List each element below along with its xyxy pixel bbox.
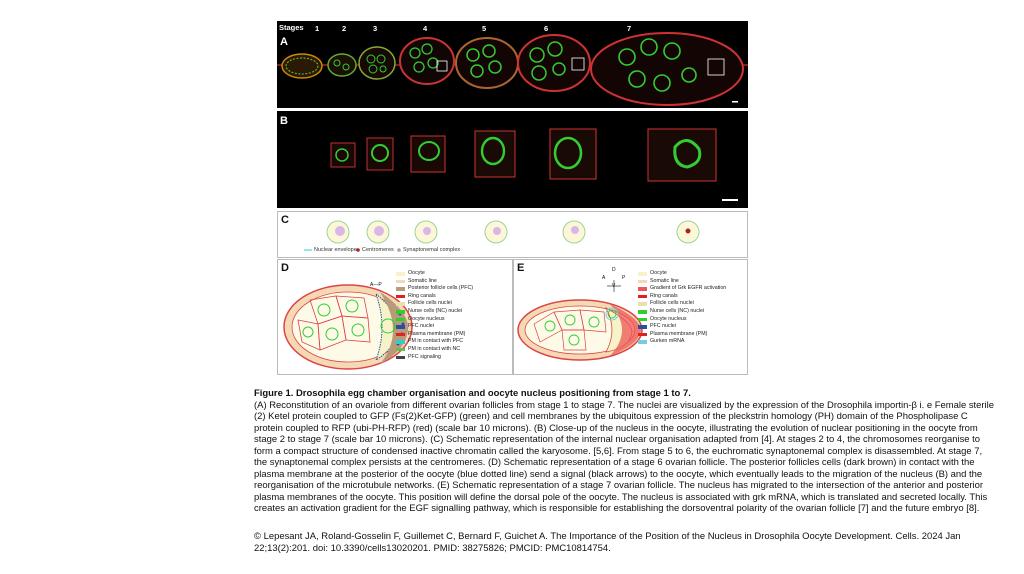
legend-text: Oocyte nucleus [408, 316, 445, 324]
legend-item: Gurken mRNA [638, 338, 726, 346]
legend-synaptonemal: Synaptonemal complex [403, 247, 460, 253]
legend-item: Oocyte nucleus [638, 316, 726, 324]
legend-text: PFC nuclei [408, 323, 434, 331]
legend-text: Nurse cells (NC) nuclei [650, 308, 704, 316]
legend-swatch [396, 295, 405, 299]
legend-item: PM in contact with NC [396, 346, 473, 354]
legend-swatch [396, 318, 405, 322]
legend-text: Oocyte [408, 270, 425, 278]
legend-swatch [638, 310, 647, 314]
panel-a: Stages 1 2 3 4 5 6 7 A [277, 21, 748, 108]
legend-swatch [638, 333, 647, 337]
legend-swatch [396, 287, 405, 291]
legend-text: Plasma membrane (PM) [650, 331, 707, 339]
legend-item: PFC nuclei [396, 323, 473, 331]
legend-item: PFC signaling [396, 354, 473, 362]
legend-item: Plasma membrane (PM) [638, 331, 726, 339]
legend-item: Somatic line [638, 278, 726, 286]
legend-swatch [638, 295, 647, 299]
legend-text: Follicle cells nuclei [408, 300, 452, 308]
legend-item: PM in contact with PFC [396, 338, 473, 346]
legend-item: Gradient of Grk EGFR activation [638, 285, 726, 293]
legend-swatch [396, 340, 405, 344]
legend-item: Nurse cells (NC) nuclei [638, 308, 726, 316]
legend-text: PFC nuclei [650, 323, 676, 331]
caption-title: Figure 1. Drosophila egg chamber organis… [254, 388, 994, 400]
legend-item: Nurse cells (NC) nuclei [396, 308, 473, 316]
legend-text: Ring canals [408, 293, 436, 301]
legend-swatch [396, 348, 405, 352]
legend-item: Follicle cells nuclei [396, 300, 473, 308]
legend-text: Ring canals [650, 293, 678, 301]
legend-text: Plasma membrane (PM) [408, 331, 465, 339]
legend-item: Plasma membrane (PM) [396, 331, 473, 339]
legend-text: Oocyte [650, 270, 667, 278]
legend-swatch [396, 333, 405, 337]
figure-caption: Figure 1. Drosophila egg chamber organis… [254, 388, 994, 515]
legend-swatch [396, 280, 405, 284]
legend-item: Oocyte [638, 270, 726, 278]
legend-item: PFC nuclei [638, 323, 726, 331]
legend-item: Oocyte nucleus [396, 316, 473, 324]
legend-swatch [638, 318, 647, 322]
legend-swatch [638, 287, 647, 291]
legend-swatch [396, 356, 405, 360]
legend-nuclear-envelope: Nuclear envelope [314, 247, 357, 253]
legend-swatch [396, 310, 405, 314]
legend-text: Oocyte nucleus [650, 316, 687, 324]
panel-b: B [277, 111, 748, 208]
legend-text: Somatic line [650, 278, 679, 286]
legend-item: Somatic line [396, 278, 473, 286]
legend-text: Nurse cells (NC) nuclei [408, 308, 462, 316]
legend-item: Follicle cells nuclei [638, 300, 726, 308]
legend-text: PM in contact with NC [408, 346, 460, 354]
legend-item: Ring canals [396, 293, 473, 301]
legend-swatch [396, 302, 405, 306]
legend-swatch [638, 280, 647, 284]
legend-text: PM in contact with PFC [408, 338, 463, 346]
legend-item: Ring canals [638, 293, 726, 301]
legend-text: Follicle cells nuclei [650, 300, 694, 308]
ovariole-micrograph [277, 21, 748, 108]
panel-c: C Nuclear envelope Centromeres Synaptone… [277, 211, 748, 258]
legend-text: Gradient of Grk EGFR activation [650, 285, 726, 293]
citation: © Lepesant JA, Roland-Gosselin F, Guille… [254, 531, 994, 554]
caption-body: (A) Reconstitution of an ovariole from d… [254, 400, 994, 515]
legend-swatch [396, 272, 405, 276]
stage-7-follicle-schematic [514, 272, 654, 372]
legend-swatch [638, 272, 647, 276]
legend-text: PFC signaling [408, 354, 441, 362]
legend-text: Somatic line [408, 278, 437, 286]
legend-swatch [638, 302, 647, 306]
legend-text: Posterior follicle cells (PFC) [408, 285, 473, 293]
legend-swatch [396, 325, 405, 329]
oocyte-nucleus-closeups [277, 111, 748, 208]
legend-swatch [638, 340, 647, 344]
legend-swatch [638, 325, 647, 329]
legend-item: Posterior follicle cells (PFC) [396, 285, 473, 293]
legend-centromeres: Centromeres [362, 247, 394, 253]
legend-text: Gurken mRNA [650, 338, 684, 346]
legend-item: Oocyte [396, 270, 473, 278]
figure-1: Stages 1 2 3 4 5 6 7 A [277, 21, 748, 374]
